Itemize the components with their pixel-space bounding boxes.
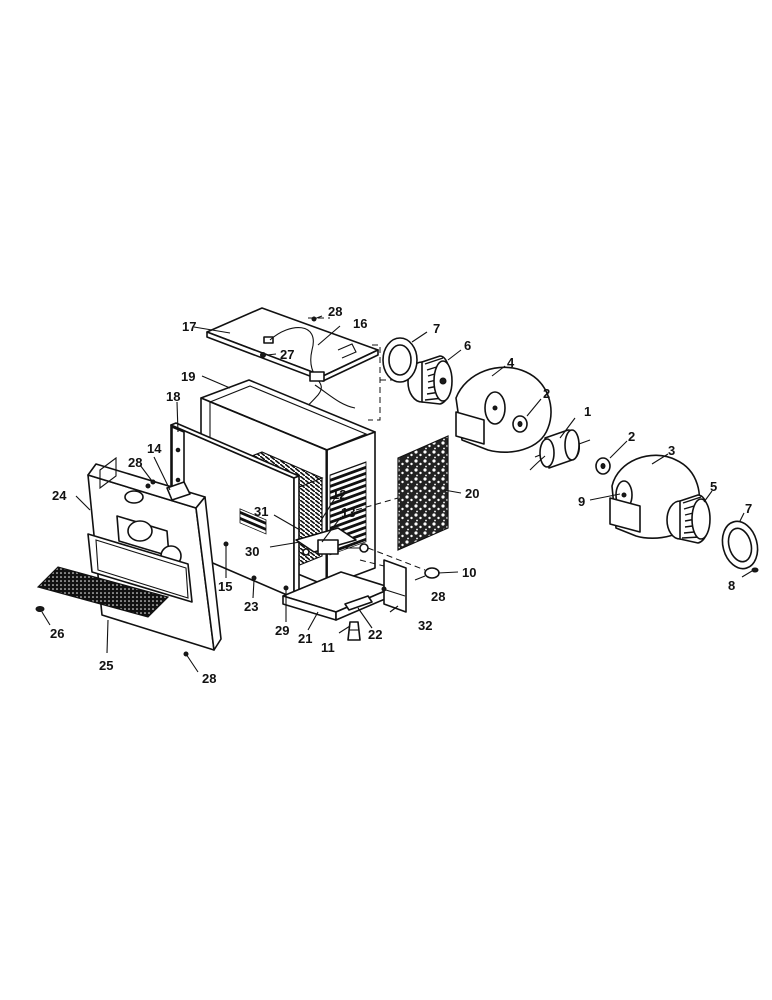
callout-17: 17 xyxy=(182,319,196,334)
callout-2-lower: 2 xyxy=(628,429,635,444)
callout-19: 19 xyxy=(181,369,195,384)
callout-4: 4 xyxy=(507,355,515,370)
drain-tube xyxy=(347,621,361,641)
callout-labels: 1 2 2 3 4 5 6 7 7 8 9 10 11 12 13 14 15 … xyxy=(50,304,752,686)
callout-29: 29 xyxy=(275,623,289,638)
callout-7-left: 7 xyxy=(433,321,440,336)
mounting-bracket xyxy=(337,343,357,359)
callout-28-bottom: 28 xyxy=(202,671,216,686)
callout-15: 15 xyxy=(218,579,232,594)
grille-clip xyxy=(35,606,45,612)
foam-filter xyxy=(355,435,449,551)
callout-3: 3 xyxy=(668,443,675,458)
callout-10: 10 xyxy=(462,565,476,580)
louver-grille xyxy=(36,566,170,618)
callout-5: 5 xyxy=(710,479,717,494)
callout-12: 12 xyxy=(332,487,346,502)
callout-22: 22 xyxy=(368,627,382,642)
callout-26: 26 xyxy=(50,626,64,641)
control-knob xyxy=(166,481,191,501)
screws xyxy=(150,316,387,657)
mounting-ring-left xyxy=(382,337,418,383)
callout-27: 27 xyxy=(280,347,294,362)
leader-lines xyxy=(41,315,753,673)
mounting-ring-right xyxy=(721,520,759,570)
top-cover xyxy=(206,307,379,382)
callout-16: 16 xyxy=(353,316,367,331)
ring-screw xyxy=(751,567,759,573)
callout-28-top: 28 xyxy=(328,304,342,319)
alignment-lines xyxy=(308,317,414,421)
callout-25: 25 xyxy=(99,658,113,673)
blower-wheel-left xyxy=(407,355,453,405)
callout-32: 32 xyxy=(418,618,432,633)
callout-30: 30 xyxy=(245,544,259,559)
callout-2-upper: 2 xyxy=(543,386,550,401)
blower-wheel-right xyxy=(666,494,711,544)
washer-lower xyxy=(595,457,611,475)
callout-28-bezel: 28 xyxy=(128,455,142,470)
callout-20: 20 xyxy=(465,486,479,501)
callout-6: 6 xyxy=(464,338,471,353)
blower-motor xyxy=(529,429,591,471)
callout-7-right: 7 xyxy=(745,501,752,516)
blower-housing-left xyxy=(455,366,552,453)
callout-23: 23 xyxy=(244,599,258,614)
callout-14: 14 xyxy=(147,441,162,456)
callout-11: 11 xyxy=(321,640,335,655)
callout-1: 1 xyxy=(584,404,591,419)
callout-21: 21 xyxy=(298,631,312,646)
support-bracket xyxy=(344,595,373,611)
thermostat-switch xyxy=(367,547,440,581)
callout-13: 13 xyxy=(341,505,355,520)
callout-24: 24 xyxy=(52,488,67,503)
callout-31: 31 xyxy=(254,504,268,519)
washer-upper xyxy=(512,415,528,433)
callout-18: 18 xyxy=(166,389,180,404)
callout-8: 8 xyxy=(728,578,735,593)
callout-28-bracket: 28 xyxy=(431,589,445,604)
callout-9: 9 xyxy=(578,494,585,509)
